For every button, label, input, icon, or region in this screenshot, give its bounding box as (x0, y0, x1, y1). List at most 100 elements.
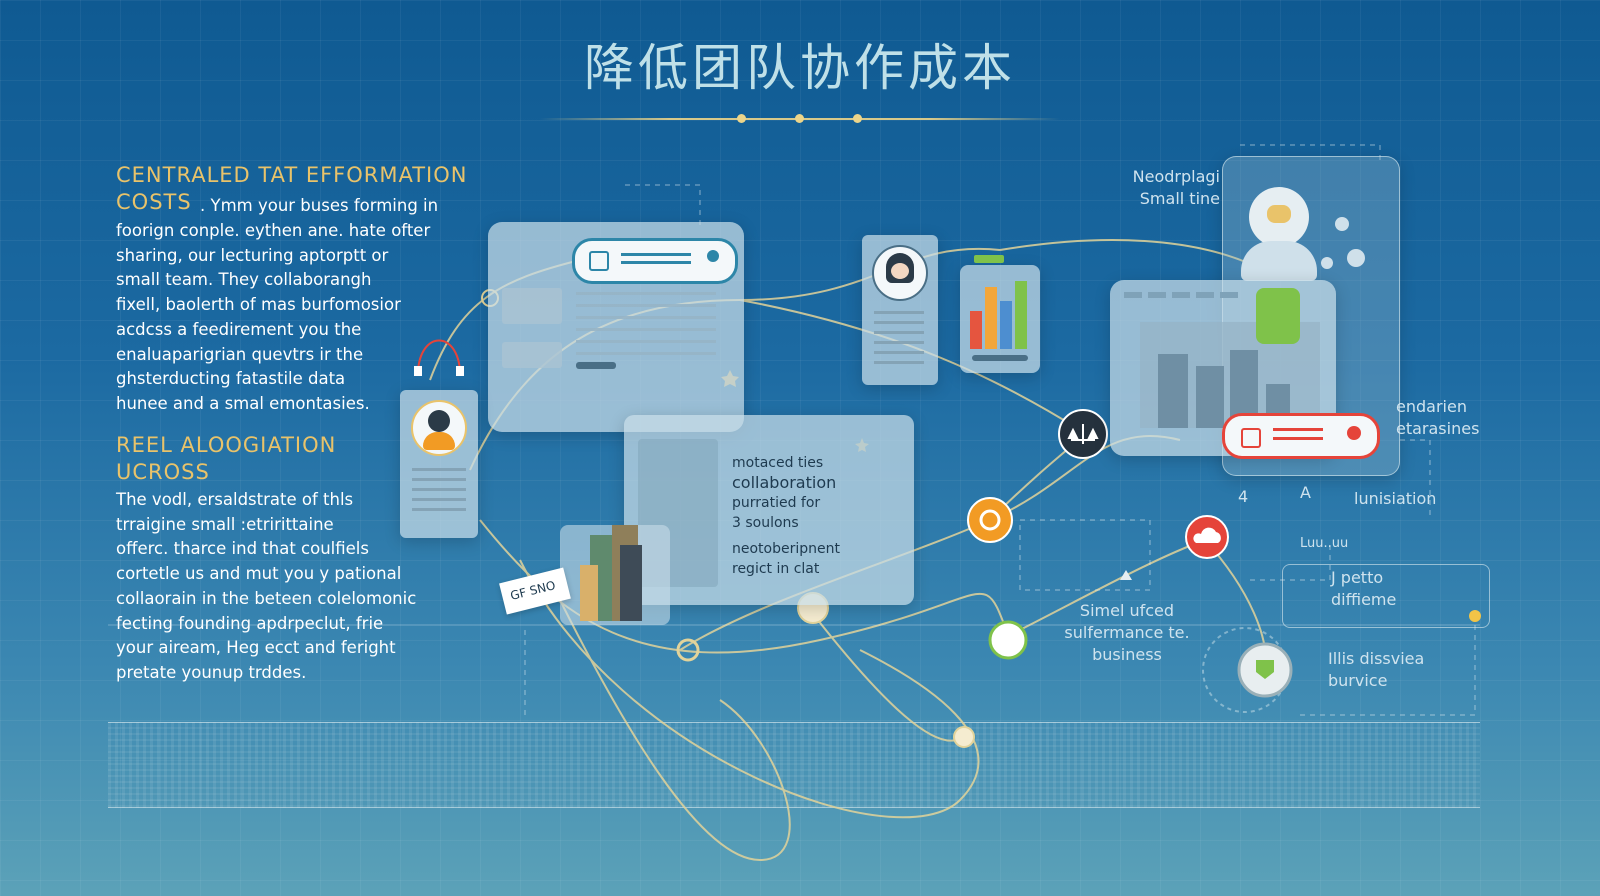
buildings-card (560, 525, 670, 625)
person-avatar-icon (872, 245, 928, 301)
window-tabs (1124, 292, 1244, 298)
label-line: Simel ufced (1079, 601, 1175, 620)
gear-icon (979, 509, 1001, 531)
label-line: endarien (1396, 397, 1467, 416)
section-2-heading-line-1: REEL ALOOGIATION (116, 433, 337, 457)
section-2-line: cortetle us and mut you y pational (116, 564, 402, 584)
profile-card (862, 235, 938, 385)
edit-icon (589, 251, 609, 271)
card-line: 3 soulons (732, 515, 799, 531)
section-2-heading-line-2: UCROSS (116, 460, 210, 484)
robot-body (1241, 241, 1317, 281)
section-1-line: foorign conple. eythen ane. hate ofter (116, 221, 431, 240)
section-1-line: hunee and a smal emontasies. (116, 393, 370, 413)
status-dot (1469, 610, 1481, 622)
building-icon (620, 545, 642, 621)
ticket-label: GF SNO (508, 578, 557, 603)
right-label-1: endarien etarasines (1396, 396, 1479, 440)
dashed-guide (1240, 144, 1381, 165)
data-stream-band (108, 722, 1480, 808)
card-line: regict in clat (732, 561, 820, 577)
section-2-line: pretate younup trddes. (116, 662, 307, 682)
card-line: collaboration (732, 473, 837, 492)
section-1-line-0: . Ymm your buses forming in (200, 196, 439, 215)
button-bar (576, 362, 616, 369)
card-line: purratied for (732, 495, 821, 511)
flask-icon (1120, 570, 1132, 580)
document-card (488, 222, 744, 432)
top-right-label: Neodrplagi Small tine (1120, 166, 1220, 210)
title-divider-dot (795, 114, 804, 123)
right-label-2: lunisiation (1354, 489, 1437, 508)
section-1-body: foorign conple. eythen ane. hate ofter s… (116, 219, 430, 417)
section-2-line: offerc. tharce ind that coulfiels (116, 539, 369, 559)
person-icon (707, 250, 719, 262)
text-line (621, 261, 691, 264)
junction-node (953, 726, 975, 748)
scale-icon (1067, 424, 1099, 444)
section-1-line: fixell, baolerth of mas burfomosior (116, 295, 401, 315)
right-info-box: J petto diffieme (1282, 564, 1490, 628)
bar-chart-icon (970, 277, 1030, 349)
section-1-line: small team. They collaborangh (116, 270, 372, 290)
person-avatar-icon (411, 400, 467, 456)
button-bar (972, 355, 1028, 361)
dashed-guide (1250, 540, 1331, 581)
section-1-line: enaluaparigrian quevtrs ir the (116, 344, 364, 364)
section-2-heading: REEL ALOOGIATION UCROSS (116, 432, 336, 486)
image-placeholder (502, 342, 562, 368)
orb-icon (1347, 249, 1365, 267)
text-lines (576, 292, 716, 362)
bar-chart-card (960, 255, 1040, 373)
label-line: Small tine (1139, 189, 1220, 208)
chat-bubble-icon (1256, 288, 1300, 344)
junction-node (988, 620, 1028, 660)
orb-icon (1335, 217, 1349, 231)
label-line: sulfermance te. (1064, 623, 1190, 642)
image-placeholder (502, 288, 562, 324)
right-small-label: A (1300, 483, 1311, 502)
label-line: Illis dissviea (1328, 649, 1425, 668)
edit-icon (1241, 428, 1261, 448)
section-1-line: sharing, our lecturing aptorptt or (116, 245, 389, 265)
section-2-line: fecting founding apdrpeclut, frie (116, 613, 384, 633)
text-line (1273, 428, 1323, 431)
connector-line (809, 609, 966, 742)
right-box-label: J petto diffieme (1331, 567, 1396, 611)
connector-line (559, 599, 791, 862)
dashed-guide (1400, 439, 1431, 520)
label-line: J petto (1331, 568, 1384, 587)
building-icon (580, 565, 598, 621)
section-2-line: collaorain in the beteen colelomonic (116, 588, 417, 608)
message-pill (572, 238, 738, 284)
label-line: burvice (1328, 671, 1388, 690)
label-line: business (1092, 645, 1162, 664)
connector-line (739, 299, 1081, 431)
robot-icon (1249, 187, 1309, 247)
connector-line (999, 539, 1206, 641)
section-1-heading-line-2: COSTS (116, 190, 192, 214)
title-divider-dot (853, 114, 862, 123)
title-divider-dot (737, 114, 746, 123)
page-title: 降低团队协作成本 (584, 39, 1016, 97)
profile-card (400, 390, 478, 538)
section-1-line: ghsterducting fatastile data (116, 369, 346, 389)
dashed-guide (1300, 625, 1476, 716)
junction-node (676, 638, 700, 662)
dashed-guide (625, 184, 701, 230)
bottom-center-label: Simel ufced sulfermance te. business (1052, 600, 1202, 666)
right-small-label: 4 (1238, 487, 1249, 506)
orb-icon (1321, 257, 1333, 269)
section-1-line: acdcss a feedirement you the (116, 319, 362, 339)
section-1-heading: CENTRALED TAT EFFORMATION COSTS (116, 162, 467, 216)
message-pill-red (1222, 413, 1380, 459)
section-1-heading-line-1: CENTRALED TAT EFFORMATION (116, 163, 468, 187)
label-line: etarasines (1396, 419, 1480, 438)
person-icon (1347, 426, 1361, 440)
text-lines (412, 468, 466, 512)
shield-icon (1256, 660, 1274, 679)
collaboration-card-text: motaced ties collaboration purratied for… (732, 453, 840, 579)
label-line: Neodrplagi (1132, 167, 1220, 186)
section-2-line: your aiream, Heg ecct and feright (116, 638, 396, 658)
